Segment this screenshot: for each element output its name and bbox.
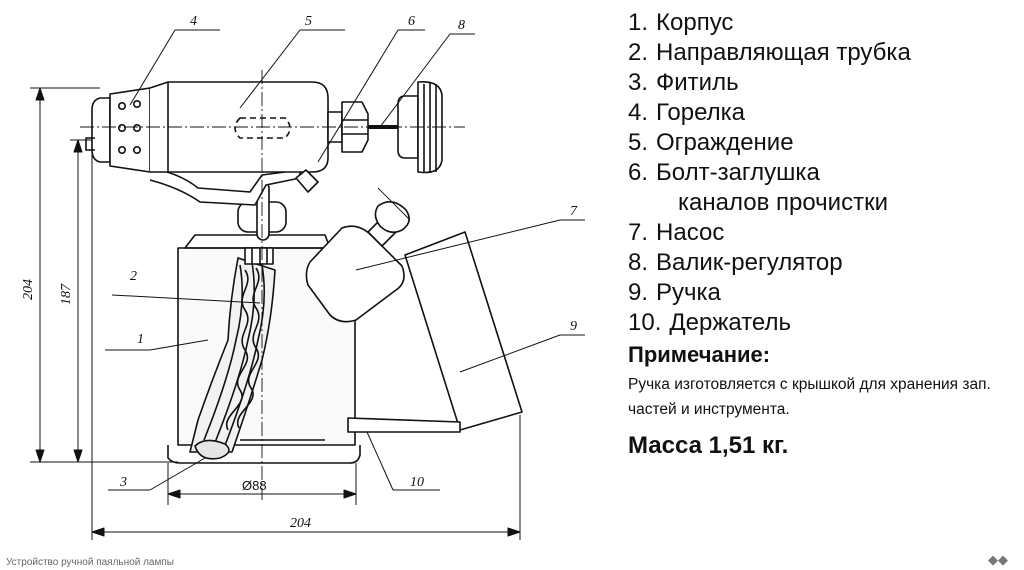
pump: [305, 201, 410, 323]
callout-4: 4: [190, 14, 197, 29]
legend-item: 1.Корпус: [628, 9, 734, 36]
burner-bracket: [147, 167, 301, 206]
legend-item: 2.Направляющая трубка: [628, 39, 911, 66]
blowtorch-drawing: 4 5 6 8 7 9 2 1 3 10 204 187 Ø88 204: [21, 14, 585, 540]
legend-item: 5.Ограждение: [628, 129, 794, 156]
mass-label: Масса 1,51 кг.: [628, 432, 789, 459]
legend-item: 7.Насос: [628, 219, 725, 246]
callout-5: 5: [305, 14, 312, 29]
callout-2: 2: [130, 269, 137, 284]
holder: [347, 417, 461, 433]
parts-list: 1.Корпус 2.Направляющая трубка 3.Фитиль …: [628, 8, 1018, 338]
callout-10: 10: [410, 475, 424, 490]
handle: [404, 231, 523, 431]
callout-7: 7: [570, 204, 578, 219]
callout-8: 8: [458, 18, 465, 33]
callout-3: 3: [119, 475, 127, 490]
legend-item: 4.Горелка: [628, 99, 746, 126]
dimension-label-height-inner: 187: [59, 283, 74, 305]
legend-item: 3.Фитиль: [628, 69, 739, 96]
dimension-label-diameter: Ø88: [242, 478, 267, 493]
figure-caption: Устройство ручной паяльной лампы: [6, 557, 174, 568]
dimension-label-height-total: 204: [21, 279, 36, 300]
legend-item: 9.Ручка: [628, 279, 721, 306]
callout-9: 9: [570, 319, 577, 334]
corner-mark: ◆◆: [988, 552, 1008, 567]
callout-1: 1: [137, 332, 144, 347]
note-text: Ручка изготовляется с крышкой для хранен…: [628, 376, 991, 418]
callout-6: 6: [408, 14, 415, 29]
legend-item: 8.Валик-регулятор: [628, 249, 843, 276]
wick-tube: [189, 247, 276, 460]
note-title: Примечание:: [628, 342, 771, 367]
parts-legend: 1.Корпус 2.Направляющая трубка 3.Фитиль …: [628, 8, 1018, 460]
legend-item: 10.Держатель: [628, 309, 791, 336]
dimension-label-width-total: 204: [290, 516, 311, 531]
small-bolt: [295, 169, 319, 193]
regulator-knob: [397, 80, 443, 174]
burner: [85, 87, 151, 173]
